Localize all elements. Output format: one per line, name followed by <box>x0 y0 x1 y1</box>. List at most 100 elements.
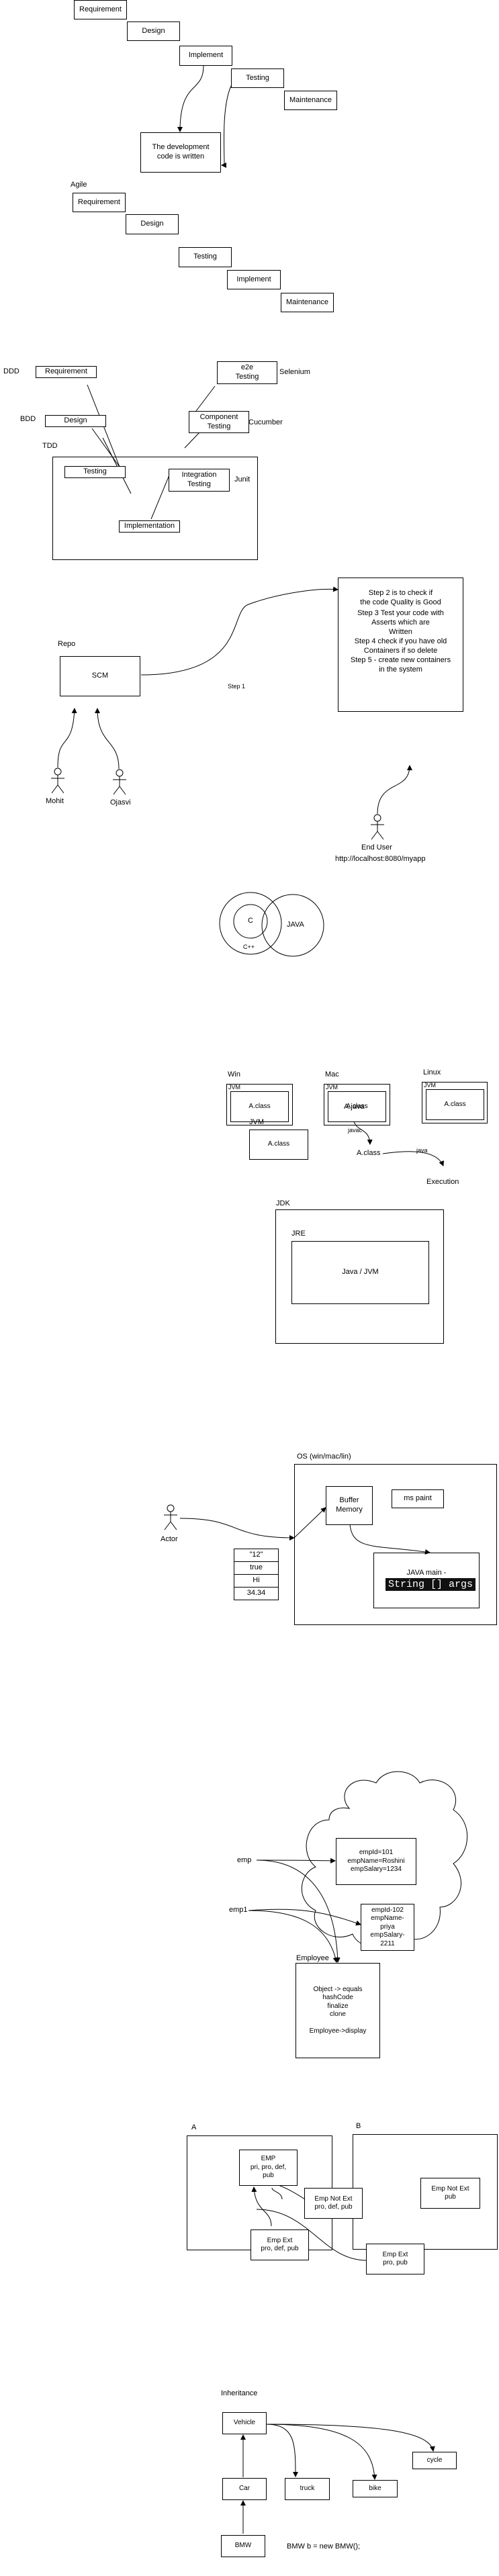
platform-linux-frame <box>422 1082 488 1123</box>
jdk-frame <box>275 1209 444 1344</box>
waterfall-requirement-box: Requirement <box>74 0 127 19</box>
bmw-code-label: BMW b = new BMW(); <box>287 2542 361 2550</box>
platform-linux-label: Linux <box>423 1068 441 1076</box>
package-a-label: A <box>191 2123 197 2131</box>
end-user-label: End User <box>361 843 392 852</box>
bmw-box: BMW <box>221 2535 265 2557</box>
java-main-box <box>373 1553 480 1608</box>
jdk-label: JDK <box>276 1199 290 1207</box>
e2e-testing-box: e2e Testing <box>217 361 277 384</box>
platform-mac-label: Mac <box>325 1070 339 1078</box>
arrow-testing-to-dev <box>221 85 232 168</box>
emp-not-ext-a-box: Emp Not Ext pro, def, pub <box>304 2188 363 2219</box>
platform-mac-class-box: A.class <box>328 1091 386 1122</box>
integration-testing-box: Integration Testing <box>169 469 230 492</box>
tdd-frame <box>52 457 258 560</box>
venn-c-label: C <box>248 917 253 925</box>
ddd-label: DDD <box>3 367 19 375</box>
cucumber-label: Cucumber <box>248 418 283 426</box>
arrow-ojasvi-to-scm <box>95 708 120 770</box>
agile-design-box: Design <box>126 214 179 234</box>
emp-not-ext-b-box: Emp Not Ext pub <box>420 2178 480 2209</box>
agile-title: Agile <box>71 181 87 189</box>
selenium-label: Selenium <box>279 368 310 376</box>
bdd-label: BDD <box>20 415 36 423</box>
emp1-reference-label: emp1 <box>229 1906 248 1914</box>
actor-icon <box>164 1504 177 1530</box>
platform-mac-frame <box>324 1084 390 1125</box>
waterfall-maintenance-box: Maintenance <box>284 91 337 110</box>
jre-label: JRE <box>291 1230 306 1238</box>
tdd-testing-box: Testing <box>64 466 126 478</box>
java-main-label: JAVA main - <box>406 1569 447 1577</box>
platform-win-jvm-label: JVM <box>228 1084 240 1091</box>
employee-object-1: empId=101 empName=Roshini empSalary=1234 <box>336 1838 416 1885</box>
employee-class-label: Employee <box>296 1954 329 1962</box>
emp-ext-a-box: Emp Ext pro, def, pub <box>251 2229 309 2260</box>
tdd-label: TDD <box>42 442 58 450</box>
step5-text: Step 5 - create new containers in the sy… <box>350 656 451 674</box>
arrow-actor-to-os <box>179 1518 295 1540</box>
string-args-code: String [] args <box>385 1578 476 1591</box>
developer-ojasvi-icon <box>113 769 126 795</box>
step1-label: Step 1 <box>228 683 246 690</box>
employee-object-2: empId-102 empName- priya empSalary- 2211 <box>361 1904 414 1951</box>
arrow-enduser-to-server <box>377 765 412 815</box>
agile-maintenance-box: Maintenance <box>281 293 334 312</box>
java-cmd-label: java <box>416 1147 428 1154</box>
step2-text: Step 2 is to check if the code Quality i… <box>360 589 441 606</box>
line-e2e-component <box>195 385 216 412</box>
compile-jvm-label: JVM <box>249 1118 264 1126</box>
ddd-requirement-box: Requirement <box>36 366 97 378</box>
agile-testing-box: Testing <box>179 247 232 267</box>
vehicle-box: Vehicle <box>222 2412 267 2434</box>
platform-linux-jvm-label: JVM <box>424 1082 436 1089</box>
platform-win-class-box: A.class <box>230 1091 289 1122</box>
java-source-label: A.java <box>344 1103 365 1111</box>
bdd-design-box: Design <box>45 415 106 427</box>
args-value-2: Hi <box>234 1574 279 1588</box>
jvm-box: Java / JVM <box>291 1241 429 1304</box>
developer-mohit-icon <box>51 768 64 794</box>
emp-class-box: EMP pri, pro, def, pub <box>239 2150 298 2186</box>
arrow-implement-to-dev <box>177 65 204 132</box>
emp-ext-b-box: Emp Ext pro, pub <box>366 2244 424 2274</box>
platform-linux-class-box: A.class <box>426 1089 484 1120</box>
repo-label: Repo <box>58 640 76 648</box>
arrow-vehicle-to-cycle <box>265 2424 435 2452</box>
line-component-integration <box>184 432 200 449</box>
arrow-vehicle-to-bike <box>265 2424 377 2480</box>
class-file-label: A.class <box>357 1149 381 1157</box>
agile-requirement-box: Requirement <box>73 193 126 212</box>
car-box: Car <box>222 2478 267 2500</box>
development-code-box: The development code is written <box>140 132 221 173</box>
args-value-0: "12" <box>234 1549 279 1562</box>
ms-paint-box: ms paint <box>392 1489 444 1508</box>
bike-box: bike <box>353 2480 398 2497</box>
platform-win-frame <box>226 1084 293 1125</box>
package-b-label: B <box>356 2122 361 2130</box>
truck-box: truck <box>285 2478 330 2500</box>
scm-box: SCM <box>60 656 140 696</box>
platform-win-label: Win <box>228 1070 240 1078</box>
inheritance-title: Inheritance <box>221 2389 258 2397</box>
args-value-3: 34.34 <box>234 1587 279 1600</box>
end-user-icon <box>371 814 384 840</box>
cycle-box: cycle <box>412 2452 457 2469</box>
employee-class-box: Object -> equals hashCode finalize clone… <box>296 1963 380 2058</box>
actor-label: Actor <box>161 1535 178 1543</box>
args-value-1: true <box>234 1561 279 1575</box>
emp-reference-label: emp <box>237 1856 252 1864</box>
platform-mac-jvm-label: JVM <box>326 1084 338 1091</box>
junit-label: Junit <box>234 475 251 484</box>
os-frame <box>294 1464 497 1625</box>
waterfall-implement-box: Implement <box>179 46 232 66</box>
waterfall-testing-box: Testing <box>231 68 284 88</box>
arrow-emp-to-employee <box>256 1859 341 1963</box>
buffer-memory-box: Buffer Memory <box>326 1486 373 1525</box>
arrow-scm-to-server <box>140 586 338 676</box>
arrow-mohit-to-scm <box>57 708 77 768</box>
developer-ojasvi-label: Ojasvi <box>110 798 131 807</box>
server-pipeline-box <box>338 578 463 712</box>
venn-java-label: JAVA <box>287 921 304 929</box>
